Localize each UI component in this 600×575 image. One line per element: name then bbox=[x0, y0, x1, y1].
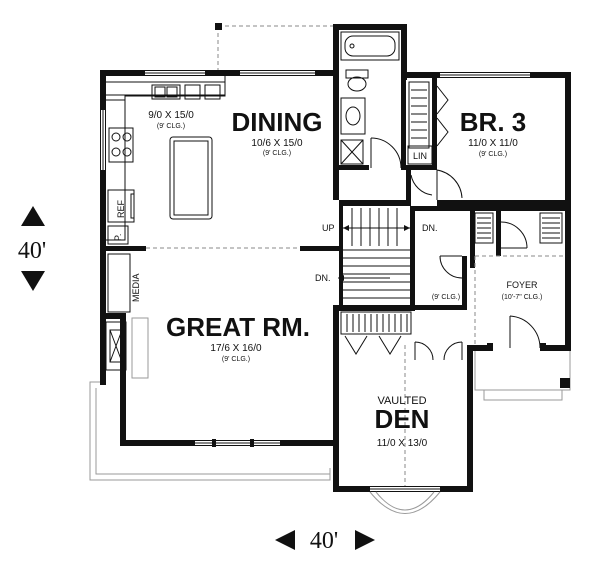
stair-dn-right-label: DN. bbox=[422, 223, 438, 233]
media-niche: MEDIA bbox=[107, 253, 141, 313]
den-title: DEN bbox=[375, 404, 430, 434]
hall-closet-door bbox=[439, 255, 463, 279]
bath-door bbox=[370, 137, 402, 169]
dining-ceiling: (9' CLG.) bbox=[263, 150, 291, 157]
front-porch bbox=[474, 350, 571, 401]
interior-walls bbox=[106, 78, 571, 310]
toilet-icon bbox=[345, 69, 369, 92]
great-room-title: GREAT RM. bbox=[166, 312, 310, 342]
kitchen-island bbox=[169, 136, 213, 220]
width-dimension: 40' bbox=[275, 528, 375, 554]
refrigerator: REF bbox=[107, 189, 135, 223]
br3-title: BR. 3 bbox=[460, 107, 526, 137]
depth-dimension: 40' bbox=[18, 206, 46, 291]
br3-size: 11/0 X 11/0 bbox=[468, 138, 518, 149]
media-label: MEDIA bbox=[131, 273, 141, 302]
den-french-doors bbox=[414, 341, 463, 361]
kitchen-ceiling: (9' CLG.) bbox=[157, 123, 185, 130]
width-label: 40' bbox=[310, 528, 338, 554]
dining-title: DINING bbox=[232, 107, 323, 137]
bathtub-icon bbox=[340, 31, 400, 61]
den-size: 11/0 X 13/0 bbox=[377, 438, 428, 449]
linen-closet: LIN bbox=[407, 145, 433, 165]
br3-ceiling: (9' CLG.) bbox=[479, 151, 507, 158]
vanity-sink-icon bbox=[340, 97, 366, 135]
stair-dn-left-label: DN. bbox=[315, 273, 331, 283]
foyer-title: FOYER bbox=[506, 280, 538, 290]
den-prefix: VAULTED bbox=[377, 395, 426, 407]
front-door bbox=[487, 315, 546, 351]
fireplace-icon bbox=[105, 317, 149, 379]
br3-door bbox=[410, 169, 463, 200]
br3-closet bbox=[408, 81, 449, 149]
stairs-up bbox=[343, 208, 410, 246]
depth-label: 40' bbox=[18, 238, 46, 264]
foyer-closet bbox=[474, 212, 563, 249]
linen-label: LIN bbox=[413, 151, 427, 161]
exterior-walls bbox=[100, 24, 571, 492]
stair-up-label: UP bbox=[322, 223, 335, 233]
great-room-ceiling: (9' CLG.) bbox=[222, 356, 250, 363]
kitchen-size: 9/0 X 15/0 bbox=[148, 110, 194, 121]
pantry: P. bbox=[107, 225, 129, 245]
dining-size: 10/6 X 15/0 bbox=[251, 138, 303, 149]
linen-cabinet bbox=[340, 139, 364, 165]
foyer-ceiling: (10'-7" CLG.) bbox=[502, 294, 543, 301]
den-bay-window bbox=[369, 491, 441, 514]
stove-icon bbox=[108, 127, 134, 163]
den-closet bbox=[340, 311, 412, 355]
ref-label: REF bbox=[116, 199, 126, 218]
patio-outline bbox=[89, 25, 333, 481]
pantry-label: P. bbox=[113, 234, 123, 241]
kitchen-counter bbox=[106, 76, 226, 241]
stairs-down bbox=[338, 249, 410, 299]
hall-ceiling: (9' CLG.) bbox=[432, 294, 460, 301]
corner-post bbox=[215, 23, 222, 30]
great-room-size: 17/6 X 16/0 bbox=[210, 343, 262, 354]
